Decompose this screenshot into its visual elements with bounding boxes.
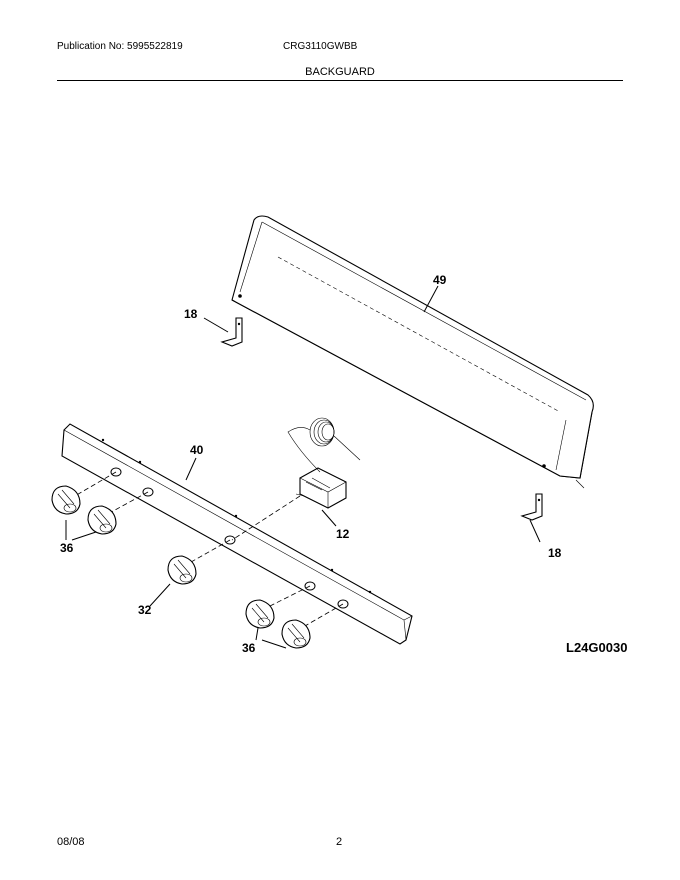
knob-3 <box>167 555 197 585</box>
callout-18-right: 18 <box>548 546 562 560</box>
leader-18-left <box>203 317 229 333</box>
callout-18-left: 18 <box>184 307 198 321</box>
knob-2 <box>87 505 117 535</box>
footer-page-number: 2 <box>336 836 343 848</box>
callout-32: 32 <box>138 603 152 617</box>
leader-36-right <box>255 627 287 649</box>
bracket-right <box>520 493 543 521</box>
thermostat <box>287 417 361 509</box>
leader-12 <box>321 509 337 527</box>
footer-date: 08/08 <box>57 836 85 848</box>
section-title: BACKGUARD <box>305 66 375 78</box>
backguard-panel <box>231 215 594 489</box>
bracket-left <box>220 317 243 347</box>
knob-5 <box>281 619 311 649</box>
figure-id: L24G0030 <box>566 640 627 655</box>
header-rule <box>57 80 623 81</box>
leader-32 <box>149 583 171 607</box>
leader-40 <box>185 457 197 481</box>
assembly-line-thermostat <box>231 495 301 541</box>
callout-36-left: 36 <box>60 541 74 555</box>
knob-1 <box>51 485 81 515</box>
callout-36-right: 36 <box>242 641 256 655</box>
model-number: CRG3110GWBB <box>283 41 358 52</box>
callout-49: 49 <box>433 273 447 287</box>
callout-40: 40 <box>190 443 204 457</box>
manifold-panel <box>61 423 413 645</box>
knob-4 <box>245 599 275 629</box>
assembly-line-knob-1 <box>67 471 117 501</box>
callout-12: 12 <box>336 527 350 541</box>
publication-number: Publication No: 5995522819 <box>57 41 183 52</box>
leader-36-left <box>65 520 97 541</box>
leader-49 <box>423 285 439 313</box>
leader-18-right <box>529 519 541 543</box>
